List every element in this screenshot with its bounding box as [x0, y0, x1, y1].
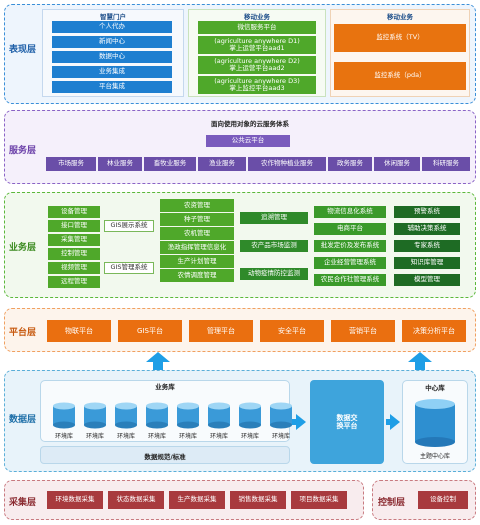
portal-item[interactable]: 业务集成 — [52, 66, 172, 78]
portal-item[interactable]: 数据中心 — [52, 51, 172, 63]
environment-db-label: 环境库 — [116, 433, 135, 440]
database-icon — [177, 402, 199, 429]
data-layer-label: 数据层 — [9, 415, 37, 425]
environment-db-label: 环境库 — [85, 433, 104, 440]
interface-management[interactable]: 接口管理 — [48, 220, 100, 232]
remote-management[interactable]: 远程管理 — [48, 276, 100, 288]
monitor-tv-item[interactable]: 监控系统（TV） — [334, 24, 466, 52]
database-icon — [115, 402, 137, 429]
service-item[interactable]: 科研服务 — [422, 157, 470, 171]
gis-management-system[interactable]: GIS管理系统 — [104, 262, 154, 274]
environment-db-label: 环境库 — [147, 433, 166, 440]
up-arrow-icon — [146, 352, 170, 370]
right-arrow-icon — [292, 414, 306, 430]
business-db-title: 业务库 — [155, 383, 175, 391]
right-arrow-icon — [386, 414, 400, 430]
database-icon — [270, 402, 292, 429]
expert-system[interactable]: 专家系统 — [394, 240, 460, 252]
public-cloud-platform[interactable]: 公共云平台 — [206, 135, 290, 147]
agri-market-monitoring[interactable]: 农产品市场监测 — [240, 240, 308, 252]
mobile-business-title: 移动业务 — [244, 13, 270, 21]
video-management[interactable]: 视频管理 — [48, 262, 100, 274]
gis-display-system[interactable]: GIS展示系统 — [104, 220, 154, 232]
service-item[interactable]: 渔业服务 — [198, 157, 246, 171]
service-item[interactable]: 林业服务 — [98, 157, 142, 171]
service-layer-label: 服务层 — [9, 146, 37, 156]
platform-layer-label: 平台层 — [9, 328, 37, 338]
main-db-label: 主题中心库 — [419, 453, 450, 460]
data-standard-bar — [40, 446, 290, 464]
enterprise-management-system[interactable]: 企业经营管理系统 — [314, 257, 386, 269]
portal-item[interactable]: 个人代办 — [52, 21, 172, 33]
mobile-item[interactable]: (agriculture anywhere D1) 掌上运营平台aad1 — [198, 36, 316, 54]
mobile-business-2-title: 移动业务 — [387, 13, 413, 21]
marketing-platform[interactable]: 营销平台 — [331, 320, 395, 342]
animal-epidemic-monitoring[interactable]: 动物疫情防控监测 — [240, 268, 308, 280]
sales-data-collection[interactable]: 销售数据采集 — [230, 491, 286, 509]
environment-db-label: 环境库 — [178, 433, 197, 440]
environment-db-label: 环境库 — [271, 433, 290, 440]
monitor-pda-item[interactable]: 监控系统（pda） — [334, 62, 466, 90]
main-db-cylinder-icon — [415, 399, 455, 447]
service-layer — [4, 110, 476, 184]
database-icon — [239, 402, 261, 429]
data-exchange-platform[interactable]: 数据交 换平台 — [310, 380, 384, 464]
management-platform[interactable]: 管理平台 — [189, 320, 253, 342]
control-management[interactable]: 控制管理 — [48, 248, 100, 260]
production-plan-management[interactable]: 生产计划管理 — [160, 255, 234, 268]
business-layer-label: 业务层 — [9, 243, 37, 253]
environment-db-label: 环境库 — [240, 433, 259, 440]
production-data-collection[interactable]: 生产数据采集 — [169, 491, 225, 509]
service-item[interactable]: 农作物种植业服务 — [248, 157, 326, 171]
agri-material-management[interactable]: 农资管理 — [160, 199, 234, 212]
portal-item[interactable]: 新闻中心 — [52, 36, 172, 48]
decision-analysis-platform[interactable]: 决策分析平台 — [402, 320, 466, 342]
database-icon — [146, 402, 168, 429]
data-standard-label: 数据规范/标准 — [144, 453, 186, 461]
control-layer-label: 控制层 — [378, 498, 406, 508]
fishery-command-management[interactable]: 渔政指挥管理信息化 — [160, 241, 234, 254]
service-item[interactable]: 畜牧业服务 — [144, 157, 196, 171]
status-data-collection[interactable]: 状态数据采集 — [108, 491, 164, 509]
machinery-management[interactable]: 农机管理 — [160, 227, 234, 240]
e-commerce-platform[interactable]: 电商平台 — [314, 223, 386, 235]
smart-portal-title: 智慧门户 — [100, 13, 126, 21]
mobile-item[interactable]: (agriculture anywhere D2) 掌上运营平台aad2 — [198, 56, 316, 74]
traceability-management[interactable]: 追溯管理 — [240, 212, 308, 224]
service-item[interactable]: 休闲服务 — [374, 157, 420, 171]
env-data-collection[interactable]: 环境数据采集 — [47, 491, 103, 509]
collect-layer-label: 采集层 — [9, 498, 37, 508]
device-control[interactable]: 设备控制 — [418, 491, 468, 509]
mobile-item[interactable]: (agriculture anywhere D3) 掌上监控平台aad3 — [198, 76, 316, 94]
up-arrow-icon — [408, 352, 432, 370]
service-title: 面向使用对象的云服务体系 — [211, 120, 289, 128]
database-icon — [208, 402, 230, 429]
warning-system[interactable]: 预警系统 — [394, 206, 460, 218]
logistics-system[interactable]: 物流信息化系统 — [314, 206, 386, 218]
gis-platform[interactable]: GIS平台 — [118, 320, 182, 342]
service-item[interactable]: 政务服务 — [328, 157, 372, 171]
portal-item[interactable]: 平台集成 — [52, 81, 172, 93]
security-platform[interactable]: 安全平台 — [260, 320, 324, 342]
decision-support-system[interactable]: 辅助决策系统 — [394, 223, 460, 235]
cooperative-management-system[interactable]: 农民合作社管理系统 — [314, 274, 386, 286]
collection-management[interactable]: 采集管理 — [48, 234, 100, 246]
device-management[interactable]: 设备管理 — [48, 206, 100, 218]
center-db-title: 中心库 — [425, 384, 445, 392]
wholesale-pricing-system[interactable]: 批发定价及发布系统 — [314, 240, 386, 252]
agri-dispatch-management[interactable]: 农情调度管理 — [160, 269, 234, 282]
iot-platform[interactable]: 物联平台 — [47, 320, 111, 342]
model-management[interactable]: 模型管理 — [394, 274, 460, 286]
project-data-collection[interactable]: 项目数据采集 — [291, 491, 347, 509]
database-icon — [53, 402, 75, 429]
seed-management[interactable]: 种子管理 — [160, 213, 234, 226]
presentation-layer-label: 表现层 — [9, 45, 37, 55]
service-item[interactable]: 市场服务 — [46, 157, 96, 171]
environment-db-label: 环境库 — [54, 433, 73, 440]
database-icon — [84, 402, 106, 429]
environment-db-label: 环境库 — [209, 433, 228, 440]
mobile-item[interactable]: 微信服务平台 — [198, 21, 316, 34]
knowledge-base-management[interactable]: 知识库管理 — [394, 257, 460, 269]
